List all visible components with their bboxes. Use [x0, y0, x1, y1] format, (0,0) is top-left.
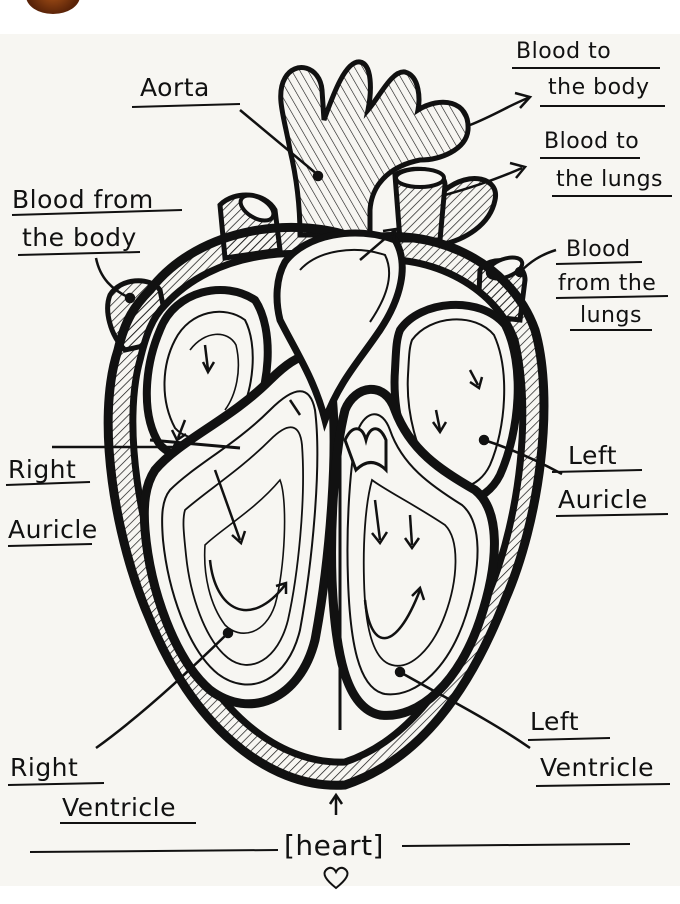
- label-blood-from-lungs-line2: from the: [558, 271, 656, 296]
- label-blood-from-body-line1: Blood from: [12, 185, 154, 214]
- label-right-ventricle-line1: Right: [10, 753, 78, 782]
- label-blood-from-lungs-line3: lungs: [580, 303, 642, 328]
- heart-outline-icon: [323, 866, 349, 890]
- label-right-auricle-line2: Auricle: [8, 515, 98, 544]
- label-left-auricle-line1: Left: [568, 441, 617, 470]
- label-blood-to-body-line1: Blood to: [516, 39, 611, 64]
- label-underlines: [5, 67, 672, 853]
- aorta-vessel: [278, 59, 471, 238]
- septum: [273, 229, 406, 730]
- label-left-ventricle-line1: Left: [530, 707, 579, 736]
- label-blood-to-lungs-line2: the lungs: [556, 167, 663, 192]
- valves: [149, 427, 388, 474]
- pulmonary-artery: [392, 166, 498, 248]
- diagram-title: [heart]: [284, 829, 384, 862]
- top-bar: [0, 0, 680, 34]
- label-blood-to-lungs-line1: Blood to: [544, 129, 639, 154]
- avatar[interactable]: [26, 0, 80, 14]
- label-right-ventricle-line2: Ventricle: [62, 793, 176, 822]
- label-pointers: [52, 91, 563, 815]
- label-blood-from-body-line2: the body: [22, 223, 137, 252]
- label-left-ventricle-line2: Ventricle: [540, 753, 654, 782]
- label-blood-to-body-line2: the body: [548, 75, 650, 100]
- label-aorta: Aorta: [140, 73, 210, 102]
- label-right-auricle-line1: Right: [8, 455, 76, 484]
- label-blood-from-lungs-line1: Blood: [566, 237, 631, 262]
- label-left-auricle-line2: Auricle: [558, 485, 648, 514]
- left-ventricle: [327, 384, 499, 720]
- flow-arrows: [170, 227, 484, 640]
